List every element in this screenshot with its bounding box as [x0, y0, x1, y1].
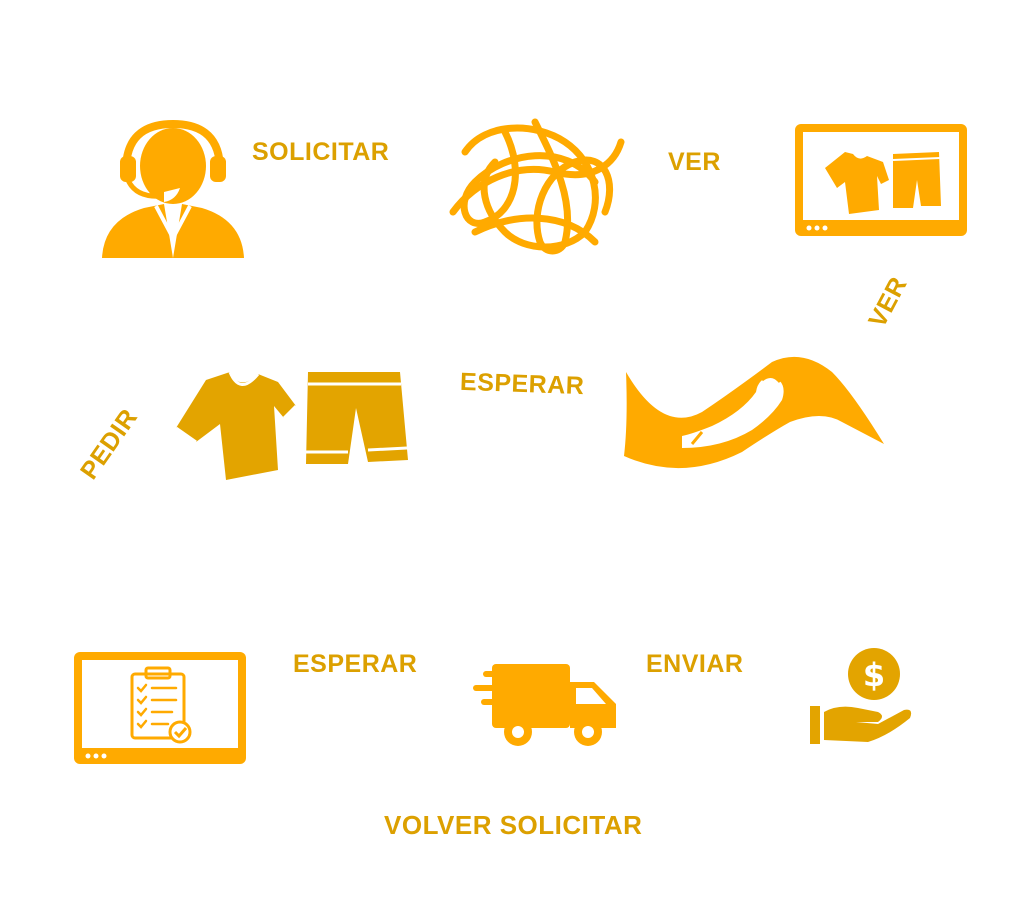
monitor-checklist-icon [72, 650, 248, 766]
label-volver-solicitar: VOLVER SOLICITAR [384, 810, 643, 840]
label-ver-side: VER [863, 272, 913, 333]
clothes-icon [172, 366, 412, 486]
customer-service-agent-icon [100, 116, 246, 262]
label-esperar-middle: ESPERAR [459, 367, 585, 401]
monitor-clothes-icon [793, 122, 969, 238]
label-esperar-bottom: ESPERAR [293, 650, 418, 678]
tangled-scribble-icon [445, 112, 625, 258]
label-ver-top: VER [668, 148, 721, 176]
flying-paper-icon [622, 352, 886, 476]
label-pedir: PEDIR [74, 403, 144, 485]
delivery-truck-icon [470, 660, 618, 750]
svg-text:$: $ [863, 656, 885, 694]
label-solicitar: SOLICITAR [252, 138, 390, 166]
label-enviar: ENVIAR [646, 650, 744, 678]
hand-coin-icon: $ [808, 646, 914, 746]
